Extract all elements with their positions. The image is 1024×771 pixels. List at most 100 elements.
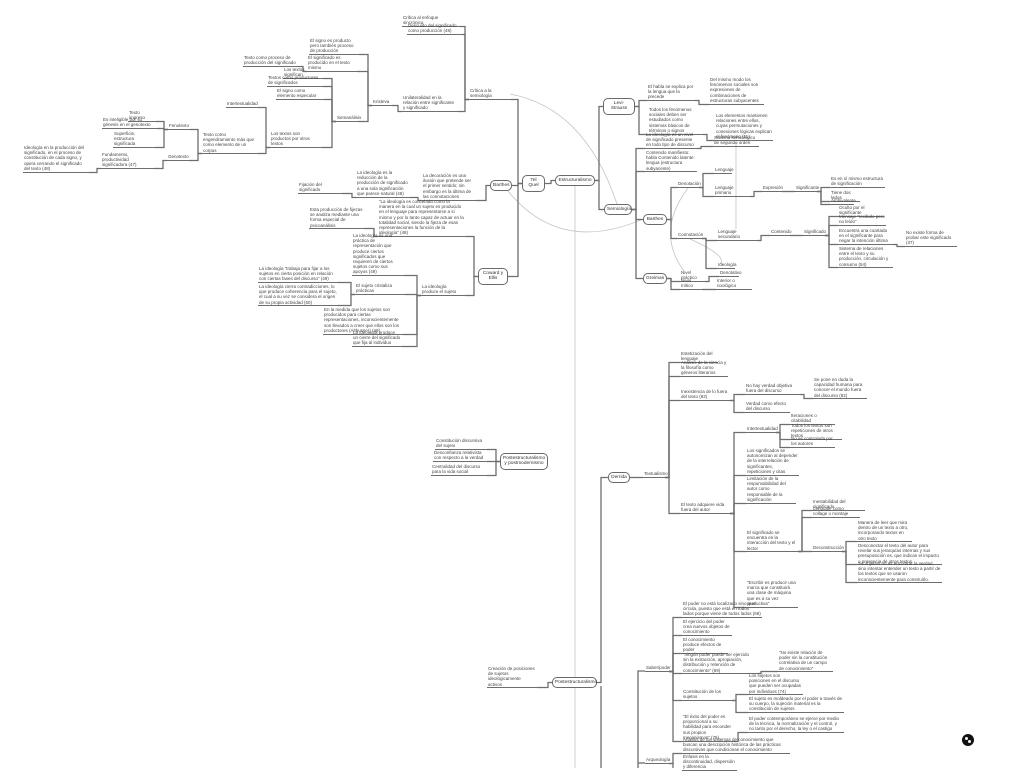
mindmap-node-texto-impreso[interactable]: Texto impreso xyxy=(128,110,156,122)
mindmap-node-fijacion[interactable]: Fijación del significado xyxy=(298,182,342,194)
mindmap-node-ningun[interactable]: “ningún poder puede ser ejercido sin la … xyxy=(682,652,757,675)
mindmap-node-sistema-sem[interactable]: Sistema semiológico de segundo orden xyxy=(713,135,759,147)
mindmap-node-estetizacion[interactable]: Estetización del lenguaje xyxy=(680,351,718,363)
mindmap-node-oculto[interactable]: Oculto por el significante xyxy=(838,205,884,217)
mindmap-node-decoracion[interactable]: La decoración es una ilusión que pretend… xyxy=(422,173,476,201)
mindmap-node-ideol-produce[interactable]: La ideología produce el sujeto xyxy=(421,284,465,296)
mindmap-node-analisis-sist[interactable]: Análisis de los sistemas de conocimiento… xyxy=(682,737,790,755)
mindmap-node-los-textos-sig[interactable]: Los textos significan xyxy=(283,67,323,79)
mindmap-node-collage[interactable]: Lenguaje como collage o montaje xyxy=(812,506,860,518)
mindmap-node-nivel-sig[interactable]: La ideología es un nivel de significado … xyxy=(645,132,697,150)
mindmap-node-no-verdad[interactable]: No hay verdad objetiva fuera del discurs… xyxy=(745,383,800,395)
mindmap-node-signo-prod[interactable]: El signo es producto pero también proces… xyxy=(309,38,359,56)
mindmap-node-significado[interactable]: Significado xyxy=(803,229,827,236)
mindmap-node-autonomizan[interactable]: Los significados se autonomizan al depen… xyxy=(746,448,799,476)
mindmap-node-intertext2[interactable]: Intertextualidad xyxy=(746,426,778,433)
mindmap-node-centralidad[interactable]: Centralidad del discurso para la vida so… xyxy=(431,464,487,476)
mindmap-node-practica[interactable]: La ideología es una práctica de represen… xyxy=(352,233,404,277)
mindmap-node-denotacion[interactable]: Denotación xyxy=(677,181,701,188)
topic-box-greimas[interactable]: Greimas xyxy=(643,273,667,285)
mindmap-node-analisis-cien[interactable]: Análisis de la ciencia y la filosofía co… xyxy=(680,360,728,378)
mindmap-node-constit-disc[interactable]: Constitución discursiva del sujeto xyxy=(435,438,487,450)
mindmap-node-semanalisis[interactable]: Semanálisis xyxy=(336,115,362,122)
mindmap-node-inexistencia[interactable]: Inexistencia de lo fuera del texto (82) xyxy=(680,389,730,401)
mindmap-node-descuido[interactable]: Descuido del significado como producción… xyxy=(407,23,462,35)
mindmap-node-unilat[interactable]: Unilateralidad en la relación entre sign… xyxy=(402,95,458,113)
topic-box-levi[interactable]: Levi-Strauss xyxy=(603,98,635,115)
mindmap-node-elementos[interactable]: Los elementos mantienen relaciones entre… xyxy=(715,113,773,141)
mindmap-node-vida-fuera[interactable]: El texto adquiere vida fuera del autor xyxy=(680,502,730,514)
mindmap-node-leng-prim[interactable]: Lenguaje primario xyxy=(714,185,750,197)
mindmap-node-ambivalente[interactable]: Ambivalente xyxy=(830,198,856,205)
topic-box-barthes-l[interactable]: Barthes xyxy=(490,180,512,192)
mindmap-node-cierre[interactable]: La ideología produce un cierre del signi… xyxy=(352,330,402,348)
mindmap-node-creacion[interactable]: Creación de posiciones de sujetos ideoló… xyxy=(487,666,537,689)
mindmap-node-no-controlada[interactable]: No es controlada por los autores xyxy=(790,436,835,448)
mindmap-node-contenido[interactable]: Contenido xyxy=(770,229,792,236)
mindmap-node-estructura-sig[interactable]: Es en sí mismo estructura de significaci… xyxy=(830,176,885,188)
mindmap-node-coartada[interactable]: Encuentra una coartada en el significant… xyxy=(838,228,893,246)
mindmap-node-inteligible[interactable]: Es inteligible por su génesis en el geno… xyxy=(102,117,157,129)
mindmap-node-repeticiones[interactable]: Todos los textos son repeticiones de otr… xyxy=(790,423,842,441)
mindmap-node-kristeva[interactable]: Kristeva xyxy=(372,99,392,106)
mindmap-node-contemporaneo[interactable]: El poder contemporáneo se ejerce por med… xyxy=(748,716,844,734)
mindmap-node-signo-espec[interactable]: El signo como elemento especular xyxy=(276,88,324,100)
mindmap-node-medida[interactable]: En la medida que los sujetos son produci… xyxy=(323,307,403,335)
mindmap-node-leng-sec[interactable]: Lenguaje secundario xyxy=(717,229,757,241)
mindmap-node-denotativo[interactable]: Denotativo xyxy=(719,270,742,277)
mindmap-node-conoc-produce[interactable]: El conocimiento produce efectos de poder xyxy=(682,637,728,655)
topic-box-derrida[interactable]: Derrida xyxy=(608,472,630,484)
mindmap-node-mensaje[interactable]: Mensaje “recibido pero no leído” xyxy=(838,214,886,226)
mindmap-node-poder-local[interactable]: El poder no está localizado sino que cir… xyxy=(682,601,762,619)
mindmap-node-pone-duda[interactable]: Se pone en duda la capacidad humana para… xyxy=(813,377,867,400)
mindmap-node-ideol-concebida[interactable]: “La ideología es concebida como la maner… xyxy=(378,199,466,237)
mindmap-node-crit-sem[interactable]: Crítica a la semiología xyxy=(469,88,511,100)
mindmap-node-fenotexto[interactable]: Fenotexto xyxy=(168,123,190,130)
mindmap-node-expresion[interactable]: Expresión xyxy=(762,185,784,192)
mindmap-node-desconectar[interactable]: Desconectar el texto del autor para reve… xyxy=(857,543,942,566)
mindmap-node-crit-sinc[interactable]: Crítica al enfoque sincrónico xyxy=(402,15,460,27)
mindmap-node-relaciones[interactable]: Sistema de relaciones entre el texto y s… xyxy=(838,246,893,269)
mindmap-node-intertext1[interactable]: Intertextualidad xyxy=(226,101,258,108)
mindmap-node-genotexto[interactable]: Genotexto xyxy=(167,154,189,161)
topic-box-semiologia[interactable]: Semiología xyxy=(604,204,632,216)
mindmap-node-engendramiento[interactable]: Texto como engendramiento más que como e… xyxy=(202,132,258,155)
mindmap-node-textos-productos[interactable]: Los textos son productos por otros texto… xyxy=(270,131,322,149)
mindmap-node-sujetos-pos[interactable]: Los sujetos son posiciones en el discurs… xyxy=(748,673,803,696)
mindmap-node-connotacion[interactable]: Connotación xyxy=(677,232,704,239)
mindmap-node-cristaliza[interactable]: El sujeto cristaliza prácticas xyxy=(355,283,405,295)
topic-box-postestr[interactable]: Postestructuralismo xyxy=(552,677,597,689)
mindmap-node-fijezas[interactable]: Esta producción de fijezas se analiza me… xyxy=(309,207,364,230)
mindmap-node-constit-suj[interactable]: Constitución de los sujetos xyxy=(682,689,732,701)
mindmap-node-habla[interactable]: El habla se explica por la lengua que la… xyxy=(647,84,695,102)
mindmap-node-fundamento[interactable]: Fundamento, productividad significadora … xyxy=(101,152,154,170)
mindmap-node-inestabilidad[interactable]: Inestabilidad del significado xyxy=(812,499,865,511)
mindmap-node-texto-proceso[interactable]: Texto como proceso de producción del sig… xyxy=(243,55,299,67)
mindmap-node-enfasis[interactable]: Énfasis en la discontinuidad, dispersión… xyxy=(682,754,737,771)
mindmap-node-textualismo[interactable]: Textualismo xyxy=(643,471,668,478)
mindmap-node-limitacion[interactable]: Limitación de la responsabilidad del aut… xyxy=(746,476,796,504)
mindmap-node-contradicciones[interactable]: La ideología cierra contradicciones, lo … xyxy=(258,284,338,307)
mindmap-node-ideol-reduc[interactable]: La ideología es la reducción de la produ… xyxy=(356,170,410,198)
mindmap-node-ideol-prod[interactable]: Ideología en la producción del significa… xyxy=(23,145,89,173)
mindmap-node-interior[interactable]: Interior o noológico xyxy=(716,278,752,290)
mindmap-node-verdad-efecto[interactable]: Verdad como efecto del discurso xyxy=(745,401,790,413)
topic-box-coward[interactable]: Coward y Ellis xyxy=(478,268,508,285)
mindmap-node-contenido-man[interactable]: Contenido manifiesto: habla Contenido la… xyxy=(645,150,697,173)
topic-box-telquel[interactable]: Tel Quel xyxy=(522,175,545,192)
topic-box-estr[interactable]: Estructuralismo xyxy=(555,175,595,187)
mindmap-node-dos-lados[interactable]: Tiene dos lados xyxy=(830,190,860,202)
mindmap-node-trabaja[interactable]: La ideología “trabaja para fijar a los s… xyxy=(258,266,338,284)
mindmap-node-manera[interactable]: Manera de leer que mira dentro de un tex… xyxy=(857,520,912,543)
mindmap-node-interaccion[interactable]: El significado se encuentra en la intera… xyxy=(746,530,798,553)
mindmap-node-no-relacion[interactable]: “No existe relación de poder sin la cons… xyxy=(778,650,833,673)
mindmap-node-moldeado[interactable]: El sujeto es moldeado por el poder a tra… xyxy=(748,696,844,714)
mindmap-node-significante[interactable]: Significante xyxy=(795,185,820,192)
mindmap-node-nivel-prac[interactable]: Nivel práctico xyxy=(680,270,705,282)
mindmap-node-nivel-mit[interactable]: Nivel mítico xyxy=(680,278,702,290)
mindmap-node-saber[interactable]: Saber/poder xyxy=(645,665,671,672)
topic-box-barthes-r[interactable]: Barthes xyxy=(643,214,667,226)
mindmap-node-lenguaje[interactable]: Lenguaje xyxy=(714,167,734,174)
mindmap-node-objetivo[interactable]: Su objetivo no es encontrar la verdad, s… xyxy=(857,561,942,584)
mindmap-node-exito[interactable]: “El éxito del poder es proporcional a su… xyxy=(682,714,734,742)
